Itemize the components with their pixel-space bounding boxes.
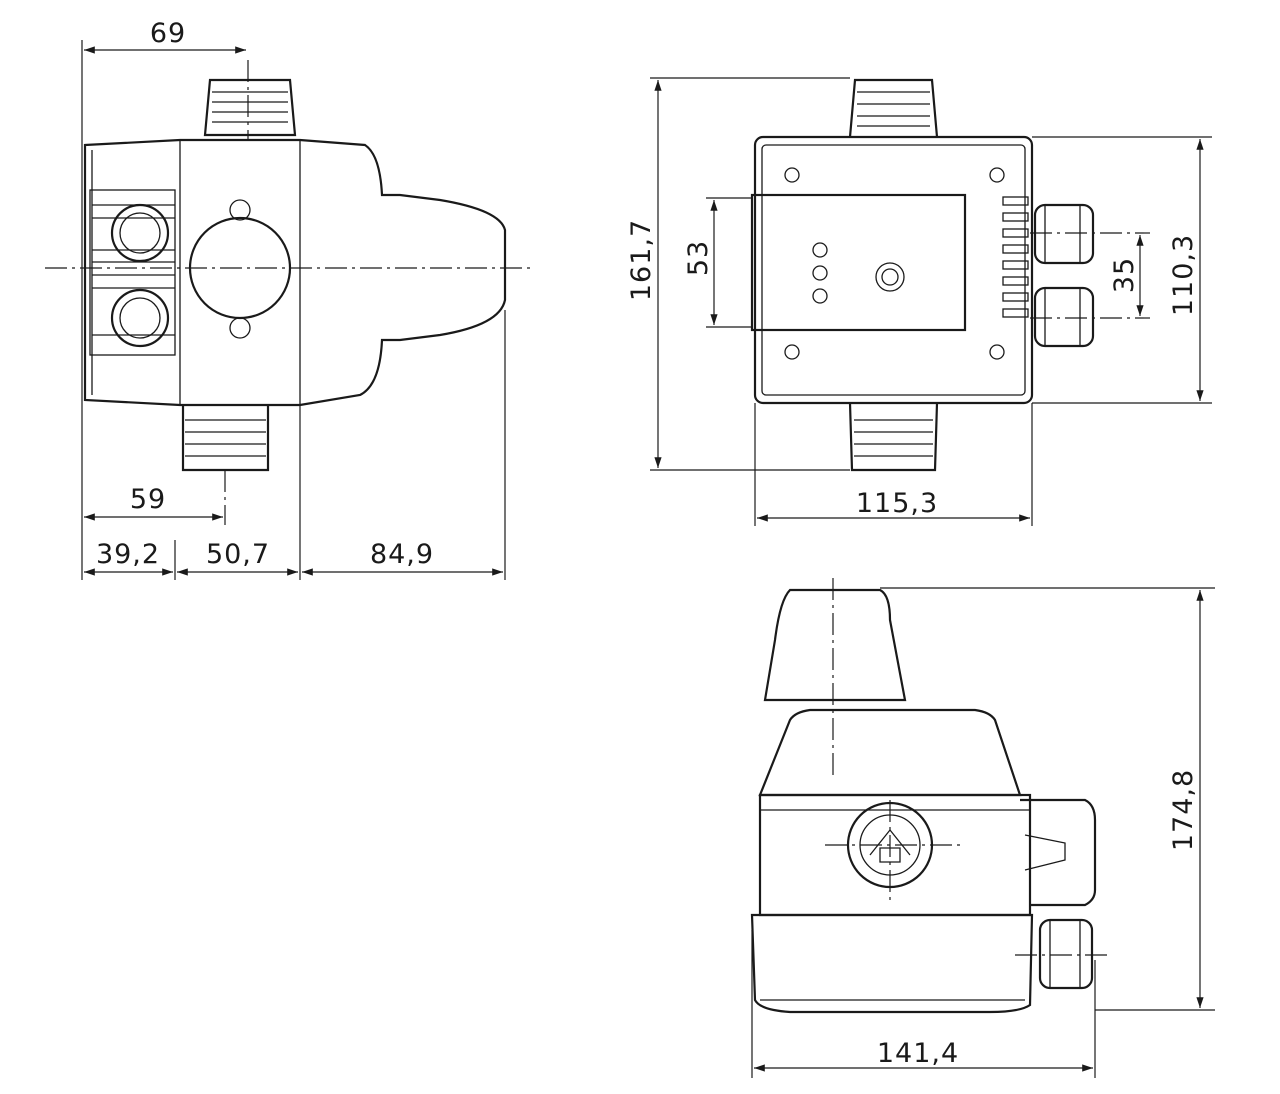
- dim-174-8: 174,8: [1168, 769, 1199, 851]
- dim-53: 53: [683, 240, 714, 276]
- dim-69: 69: [150, 18, 186, 49]
- cable-glands: [1033, 203, 1095, 348]
- side-dimensions: 69 59 39,2 50,7 84,9: [81, 18, 506, 580]
- top-view: [750, 78, 1150, 472]
- front-dimensions: 174,8 141,4: [751, 587, 1215, 1078]
- dim-39-2: 39,2: [96, 539, 160, 570]
- dim-35: 35: [1109, 257, 1140, 293]
- side-fins: [92, 204, 175, 336]
- dim-59: 59: [130, 484, 166, 515]
- side-view: [45, 60, 530, 525]
- dim-50-7: 50,7: [206, 539, 270, 570]
- dim-161-7: 161,7: [626, 219, 657, 301]
- front-view: [750, 578, 1110, 1014]
- dim-110-3: 110,3: [1168, 234, 1199, 316]
- dim-141-4: 141,4: [877, 1038, 959, 1069]
- top-fins: [1002, 196, 1029, 318]
- top-dimensions: 161,7 53 110,3 35 115,3: [626, 77, 1212, 526]
- dim-84-9: 84,9: [370, 539, 434, 570]
- dim-115-3: 115,3: [856, 488, 938, 519]
- screws: [784, 167, 1005, 360]
